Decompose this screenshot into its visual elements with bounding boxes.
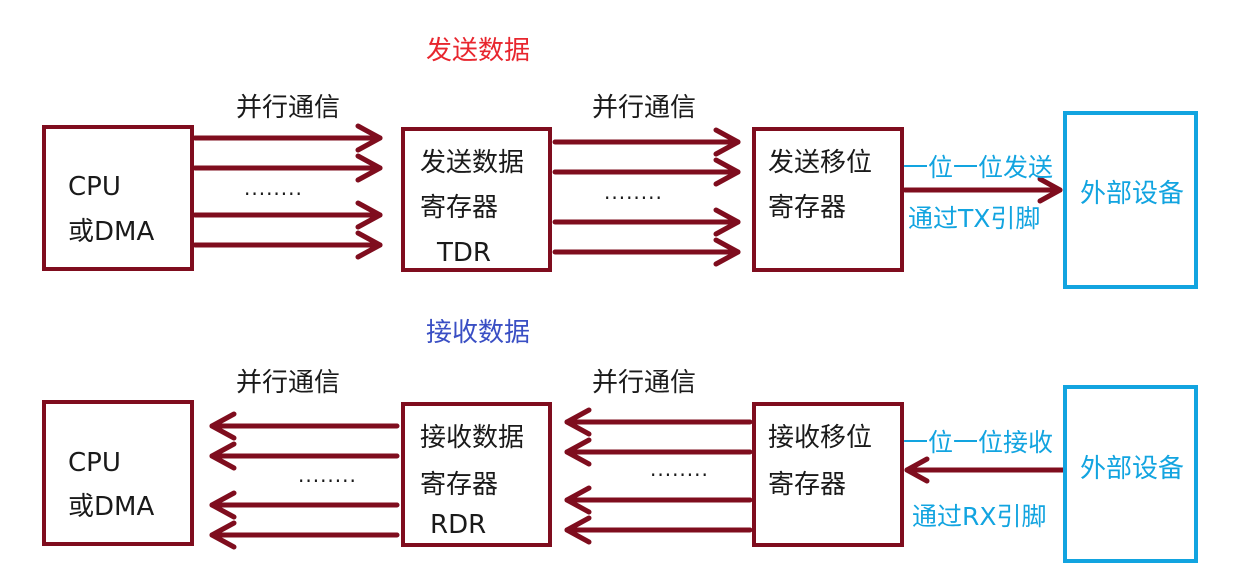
- send-shift-box: [752, 127, 904, 272]
- send-cpu-line2: 或DMA: [68, 217, 155, 247]
- recv-dots-2: ........: [650, 457, 709, 481]
- recv-serial-arrow: [904, 456, 1073, 484]
- recv-serial-label: 一位一位接收: [903, 428, 1054, 457]
- recv-parallel-arrows-1: [209, 411, 400, 550]
- send-title: 发送数据: [426, 36, 531, 66]
- recv-cpu-box: [42, 400, 194, 546]
- send-dots-1: ........: [244, 176, 303, 200]
- recv-shift-line2: 寄存器: [768, 470, 847, 500]
- send-parallel-label-2: 并行通信: [592, 93, 697, 123]
- recv-rdr-line2: 寄存器: [420, 470, 499, 500]
- recv-rdr-line1: 接收数据: [420, 423, 525, 453]
- recv-parallel-label-2: 并行通信: [592, 368, 697, 398]
- recv-cpu-line1: CPU: [68, 448, 121, 478]
- recv-external-device-box: [1063, 385, 1198, 563]
- send-parallel-arrows-1: [192, 123, 383, 260]
- recv-rdr-line3: RDR: [430, 510, 487, 540]
- recv-shift-line1: 接收移位: [768, 423, 873, 453]
- send-shift-line1: 发送移位: [768, 148, 873, 178]
- send-tdr-line2: 寄存器: [420, 193, 499, 223]
- send-parallel-arrows-2: [552, 127, 741, 267]
- send-tdr-line1: 发送数据: [420, 148, 525, 178]
- send-serial-label: 一位一位发送: [903, 153, 1054, 182]
- recv-dots-1: ........: [298, 463, 357, 487]
- send-serial-arrow: [902, 176, 1063, 204]
- recv-rdr-box: [401, 402, 552, 547]
- recv-pin-label: 通过RX引脚: [912, 502, 1047, 531]
- send-external-device-box: [1063, 111, 1198, 289]
- send-cpu-box: [42, 125, 194, 271]
- send-pin-label: 通过TX引脚: [908, 204, 1041, 233]
- recv-title: 接收数据: [426, 318, 531, 348]
- recv-cpu-line2: 或DMA: [68, 492, 155, 522]
- send-parallel-label-1: 并行通信: [236, 93, 341, 123]
- recv-shift-box: [752, 402, 904, 547]
- send-tdr-box: [401, 127, 552, 272]
- recv-parallel-arrows-2: [564, 407, 753, 545]
- send-cpu-line1: CPU: [68, 172, 121, 202]
- recv-parallel-label-1: 并行通信: [236, 368, 341, 398]
- send-external-device-label: 外部设备: [1080, 179, 1185, 209]
- send-tdr-line3: TDR: [437, 238, 491, 268]
- recv-external-device-label: 外部设备: [1080, 454, 1185, 484]
- send-dots-2: ........: [604, 180, 663, 204]
- send-shift-line2: 寄存器: [768, 193, 847, 223]
